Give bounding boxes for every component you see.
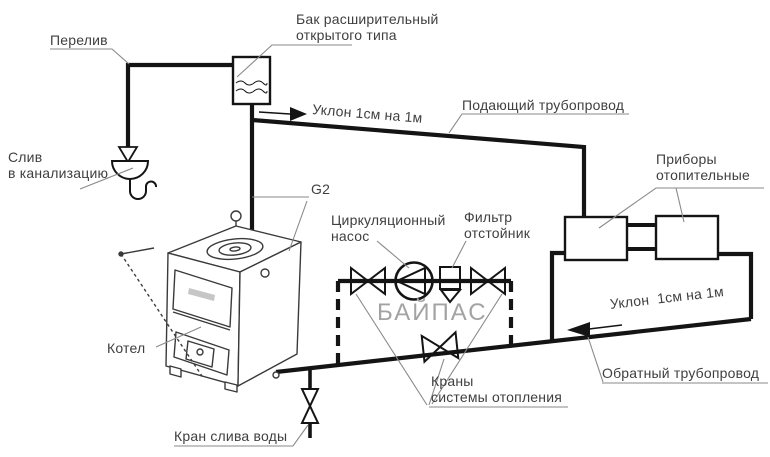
label-filter: Фильтр отстойник [464, 209, 530, 241]
leader-drain-valve [174, 424, 309, 447]
label-filter-line1: Фильтр [464, 209, 513, 225]
leader-filter [451, 240, 467, 269]
boiler-right-face [237, 241, 302, 387]
boiler-foot-left [169, 365, 182, 378]
circulation-pump-icon [394, 261, 434, 301]
radiator-left [563, 215, 629, 262]
radiator-right [654, 214, 720, 261]
leader-overflow [50, 48, 130, 65]
label-filter-line2: отстойник [464, 225, 531, 241]
boiler-side-hole [260, 268, 270, 278]
boiler-knob [230, 210, 242, 222]
drain-funnel-icon [110, 160, 157, 200]
leader-boiler [155, 326, 202, 348]
return-connector [272, 371, 280, 379]
boiler-door-knob [196, 348, 204, 356]
leader-g2-diagonal [288, 200, 308, 252]
label-expansion-tank-line2: открытого типа [296, 27, 397, 43]
label-pump-line1: Циркуляционный [331, 212, 446, 228]
label-system-valves-line1: Краны [431, 373, 474, 389]
leader-pump [376, 240, 410, 269]
boiler-upper-door [172, 269, 233, 328]
label-pump: Циркуляционный насос [331, 212, 445, 244]
drain-valve-icon [300, 388, 320, 424]
radiator-left-drop [549, 250, 565, 341]
leader-heaters-right [675, 187, 685, 223]
leader-return-diagonal [587, 336, 604, 383]
label-bypass: БАЙПАС [377, 299, 488, 326]
boiler-cooktop-rings [206, 237, 264, 261]
leader-valves-c [428, 358, 445, 406]
boiler-regulator-chain [120, 253, 205, 380]
label-overflow: Перелив [50, 32, 108, 48]
return-valve-icon [420, 330, 460, 364]
leader-supply-pipe [448, 113, 629, 134]
boiler-brand-plate [188, 288, 215, 301]
leader-expansion-tank [236, 44, 352, 78]
boiler-illustration [118, 210, 302, 393]
label-system-valves-line2: системы отопления [431, 389, 563, 405]
label-heaters-line2: отопительные [656, 167, 750, 183]
supply-flow-arrow-icon [258, 107, 307, 121]
label-boiler: Котел [107, 340, 146, 356]
label-system-valves: Краны системы отопления [431, 373, 562, 405]
label-drain-sewer: Слив в канализацию [8, 149, 108, 181]
leader-lines [50, 44, 768, 447]
leader-drain-sewer [79, 167, 134, 190]
bypass-valve-left-icon [350, 265, 386, 297]
filter-sump-icon [439, 266, 463, 304]
overflow-arrow-icon [117, 146, 139, 164]
return-pipe-line [275, 316, 752, 375]
return-flow-arrow-icon [567, 322, 623, 337]
label-expansion-tank: Бак расширительный открытого типа [296, 11, 438, 43]
label-drain-sewer-line1: Слив [8, 149, 43, 165]
label-heaters: Приборы отопительные [656, 151, 750, 183]
label-expansion-tank-line1: Бак расширительный [296, 11, 439, 27]
expansion-tank-icon [231, 55, 272, 106]
label-supply-pipe: Подающий трубопровод [462, 97, 625, 113]
boiler-mid-crease [172, 311, 231, 331]
label-drain-valve: Кран слива воды [174, 428, 288, 444]
label-pump-line2: насос [331, 228, 370, 244]
radiator-right-drop [718, 251, 754, 319]
supply-pipe-line [251, 117, 587, 217]
label-pipe-size-g2: G2 [311, 181, 331, 197]
bypass-valve-right-icon [470, 265, 506, 297]
boiler-foot-right [224, 381, 238, 393]
equipment [110, 55, 720, 424]
overflow-pipe [125, 62, 233, 147]
label-heaters-line1: Приборы [656, 151, 717, 167]
boiler-damper-lever [120, 247, 155, 255]
leader-valves-a [355, 293, 428, 406]
leader-heaters-underline [598, 187, 764, 229]
leader-valves-b [431, 293, 503, 405]
label-return-pipe: Обратный трубопровод [602, 365, 760, 381]
label-drain-sewer-line2: в канализацию [8, 165, 109, 181]
